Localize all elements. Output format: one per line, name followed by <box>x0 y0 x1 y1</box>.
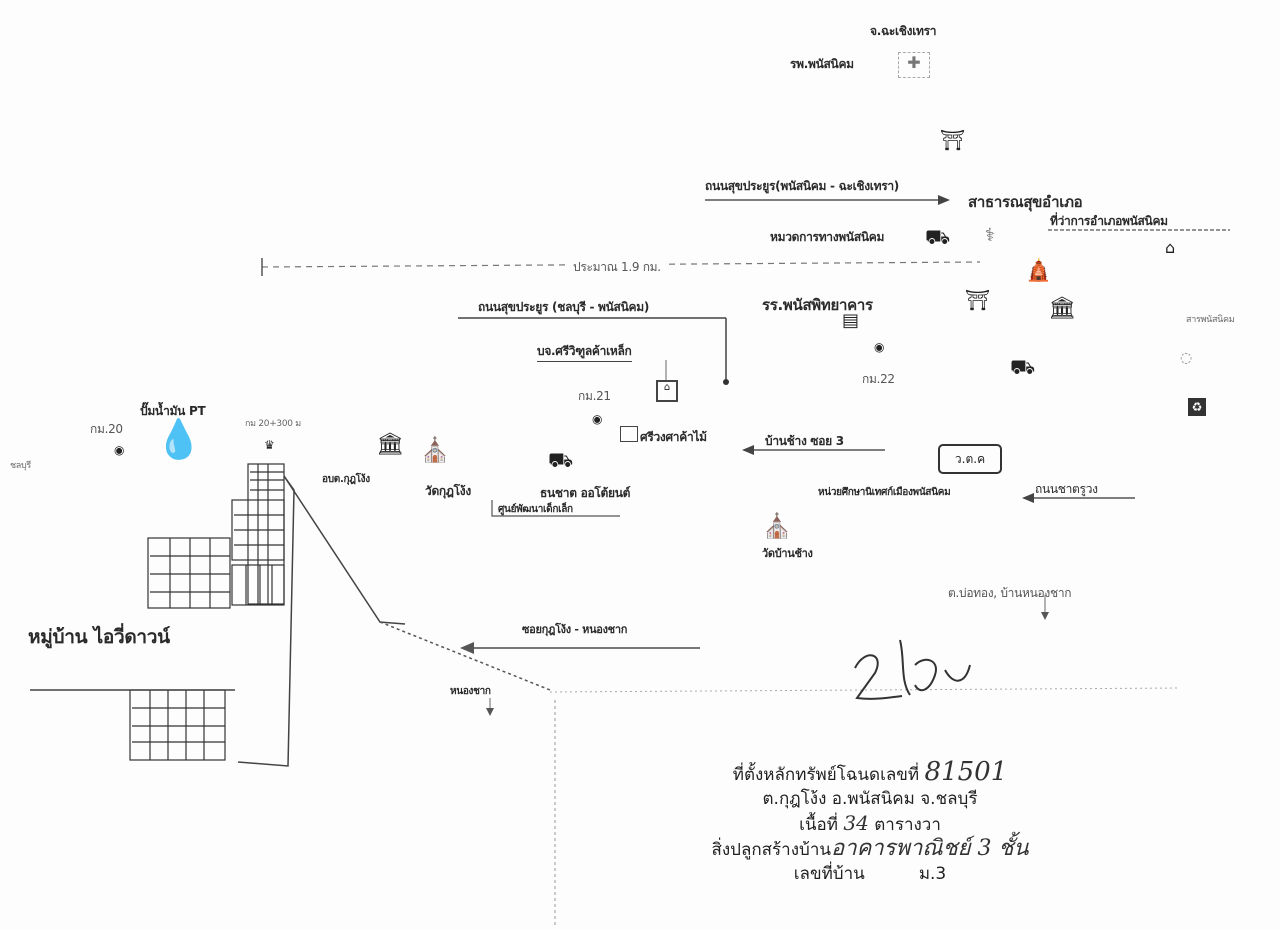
area-label: เนื้อที่ <box>799 815 838 835</box>
label-km20: กม.20 <box>90 422 123 436</box>
signature <box>854 639 971 700</box>
label-road-east: ถนนชาตรูวง <box>1035 482 1098 496</box>
company-icon: ⌂ <box>656 380 678 402</box>
circle-icon: ◌ <box>1180 350 1193 366</box>
office-icon: 🏛 <box>376 432 404 457</box>
label-ban-chang-soi3: บ้านช้าง ซอย 3 <box>765 434 844 448</box>
car-icon: ⛟ <box>548 448 574 472</box>
highway-unit-icon: ⛟ <box>925 225 951 249</box>
km-marker-icon: ◉ <box>874 340 885 354</box>
location-line: ต.กุฎโง้ง อ.พนัสนิคม จ.ชลบุรี <box>762 789 978 809</box>
school-icon: ▤ <box>842 310 860 331</box>
label-hospital: รพ.พนัสนิคม <box>790 57 854 71</box>
gas-drop-icon: 💧 <box>155 417 203 461</box>
moo-value: ม.3 <box>918 864 947 884</box>
area-unit: ตารางวา <box>874 815 941 835</box>
building-value: อาคารพาณิชย์ 3 ชั้น <box>831 836 1029 861</box>
label-company: บจ.ศรีวิฑูลค้าเหล็ก <box>537 342 632 362</box>
box-sign: ว.ต.ค <box>938 444 1002 474</box>
landmark-icon: ⛩ <box>940 128 966 152</box>
label-road-main: ถนนสุขประยูร (ชลบุรี - พนัสนิคม) <box>478 300 650 314</box>
property-info: ที่ตั้งหลักทรัพย์โฉนดเลขที่ 81501 ต.กุฎโ… <box>560 757 1180 886</box>
label-chonburi: ชลบุรี <box>10 461 31 471</box>
label-district-office: ที่ว่าการอำเภอพนัสนิคม <box>1050 214 1168 228</box>
boundary-line <box>283 475 406 625</box>
label-chachoengsao: จ.ฉะเชิงเทรา <box>870 24 937 38</box>
label-sao: อบต.กุฎโง้ง <box>322 474 370 485</box>
building-icon: ⛟ <box>1010 355 1036 379</box>
building-label: สิ่งปลูกสร้างบ้าน <box>711 840 832 860</box>
info-box-border <box>549 687 1181 693</box>
shop-icon <box>620 426 638 442</box>
km-marker-icon: ◉ <box>114 443 125 457</box>
deed-number: 81501 <box>924 757 1008 787</box>
recycle-icon: ♻ <box>1188 398 1206 416</box>
temple-icon: ⛪ <box>762 512 792 540</box>
label-km22: กม.22 <box>862 372 895 386</box>
health-icon: ⚕ <box>985 225 995 246</box>
village-plots <box>129 463 285 761</box>
label-bo-thong: ต.บ่อทอง, บ้านหนองชาก <box>948 586 1072 600</box>
label-nong-chak: หนองชาก <box>450 686 491 697</box>
bank-icon: 🏛 <box>1048 296 1076 321</box>
label-soi-kut: ซอยกุฎโง้ง - หนองชาก <box>522 623 628 636</box>
hospital-icon: ✚ <box>898 52 930 78</box>
km-marker-icon: ♛ <box>264 438 275 452</box>
label-km21: กม.21 <box>578 389 611 403</box>
area-value: 34 <box>843 811 869 835</box>
label-gas-station: ปั๊มน้ำมัน PT <box>140 404 206 418</box>
km-marker-icon: ◉ <box>592 412 603 426</box>
label-distance: ประมาณ 1.9 กม. <box>570 258 664 277</box>
house-number-label: เลขที่บ้าน <box>793 864 865 884</box>
label-village: หมู่บ้าน ไอวี่ดาวน์ <box>28 626 170 648</box>
distance-line <box>261 261 981 268</box>
office-icon: ⌂ <box>1165 238 1176 257</box>
temple-icon: ⛪ <box>420 436 450 464</box>
label-temple-ban-chang: วัดบ้านช้าง <box>762 547 813 560</box>
label-child-center: ศูนย์พัฒนาเด็กเล็ก <box>498 504 573 515</box>
deed-label: ที่ตั้งหลักทรัพย์โฉนดเลขที่ <box>732 765 920 785</box>
label-school: รร.พนัสพิทยาคาร <box>762 296 873 314</box>
label-auto-shop: ธนชาต ออโต้ยนต์ <box>540 486 631 500</box>
label-phanat-small: สารพนัสนิคม <box>1186 315 1235 325</box>
temple-icon: 🛕 <box>1025 258 1053 283</box>
label-health-office: สาธารณสุขอำเภอ <box>968 193 1083 211</box>
label-km20-300: กม 20+300 ม <box>245 419 301 429</box>
label-education-unit: หน่วยศึกษานิเทศก์เมืองพนัสนิคม <box>818 487 951 498</box>
label-road-north: ถนนสุขประยูร(พนัสนิคม - ฉะเชิงเทรา) <box>705 179 899 193</box>
label-highway-unit: หมวดการทางพนัสนิคม <box>770 230 885 244</box>
label-temple-kut: วัดกุฎโง้ง <box>425 484 471 498</box>
landmark-icon: ⛩ <box>965 288 991 312</box>
label-timber-shop: ศรีวงศาค้าไม้ <box>640 430 707 444</box>
